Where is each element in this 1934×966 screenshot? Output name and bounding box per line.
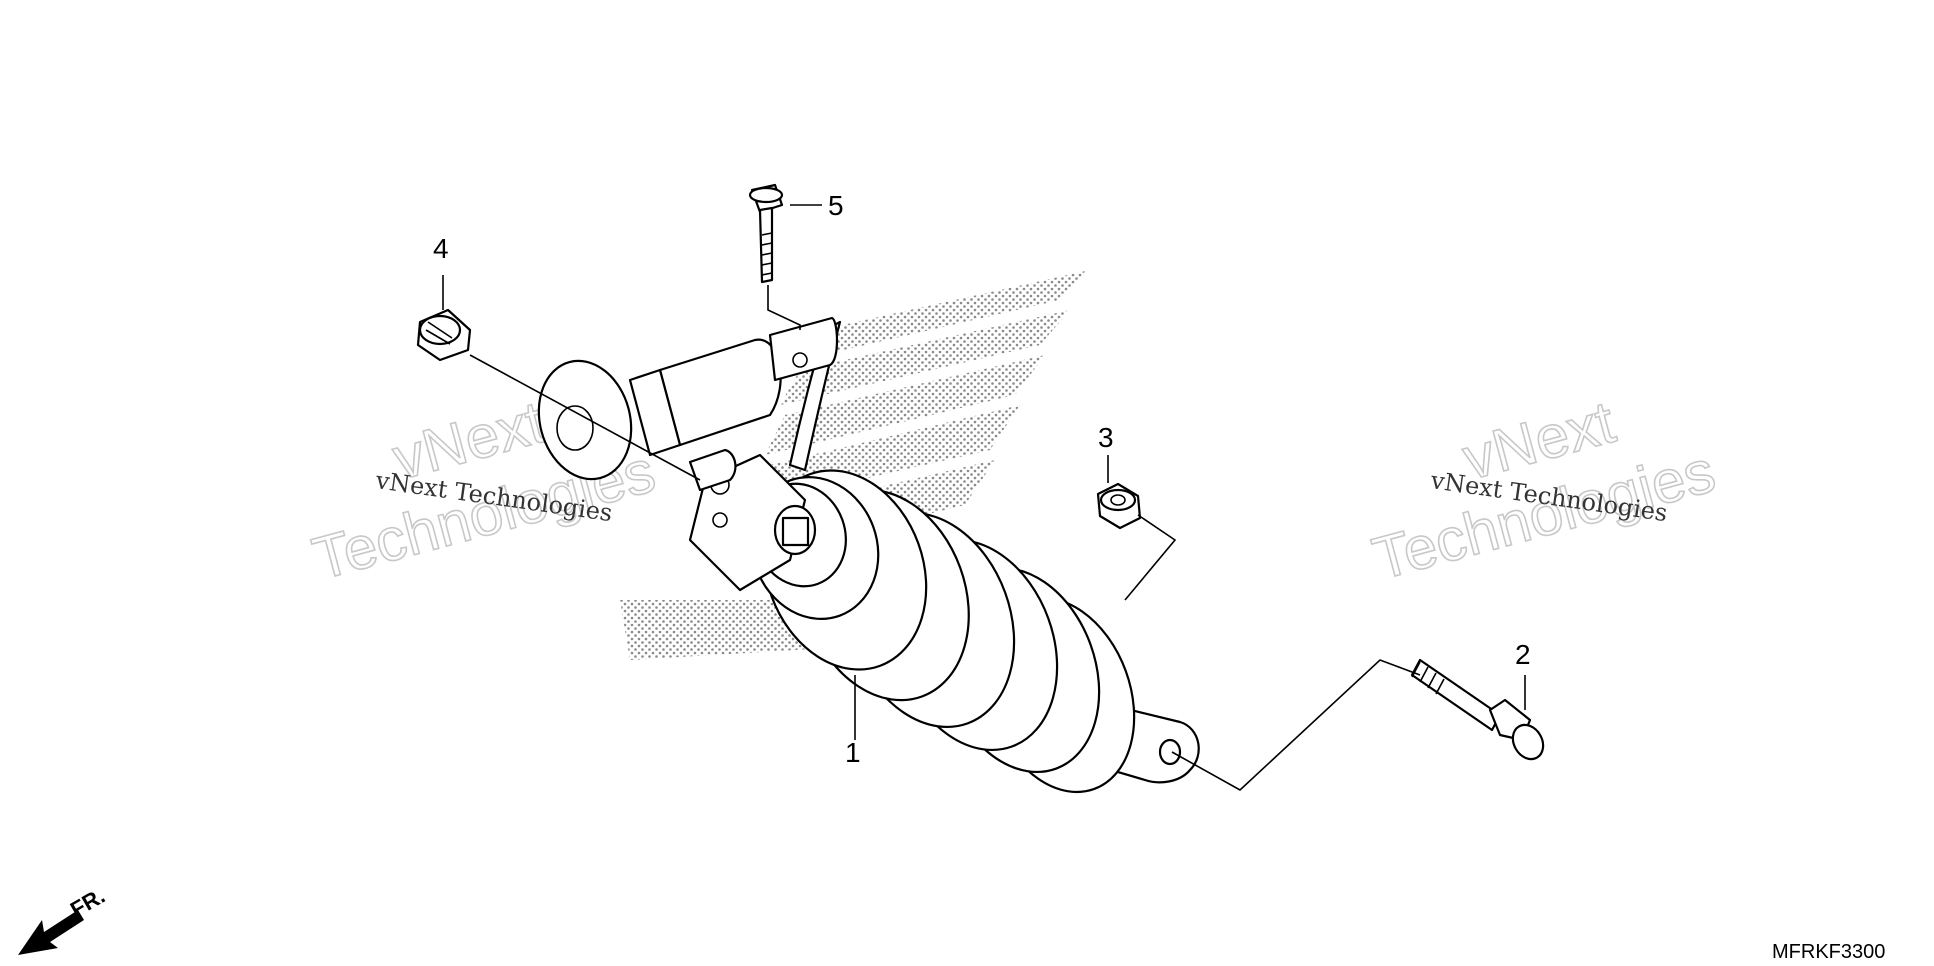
callout-1: 1 <box>845 737 861 768</box>
adjuster-nut <box>416 308 472 362</box>
callout-4: 4 <box>433 233 449 264</box>
watermark-right: vNext Technologies vNext Technologies <box>1365 387 1722 593</box>
rear-shock-absorber <box>537 316 1200 794</box>
leader-lines <box>442 204 1526 791</box>
callout-2: 2 <box>1515 639 1531 670</box>
part-code: MFRKF3300 <box>1772 941 1885 963</box>
front-arrow-icon: FR. <box>18 883 109 955</box>
mount-bolt-large <box>1410 658 1545 761</box>
flange-nut <box>1096 482 1142 530</box>
callout-3: 3 <box>1098 422 1114 453</box>
callout-5: 5 <box>828 190 844 221</box>
mount-bolt-small <box>748 183 784 284</box>
